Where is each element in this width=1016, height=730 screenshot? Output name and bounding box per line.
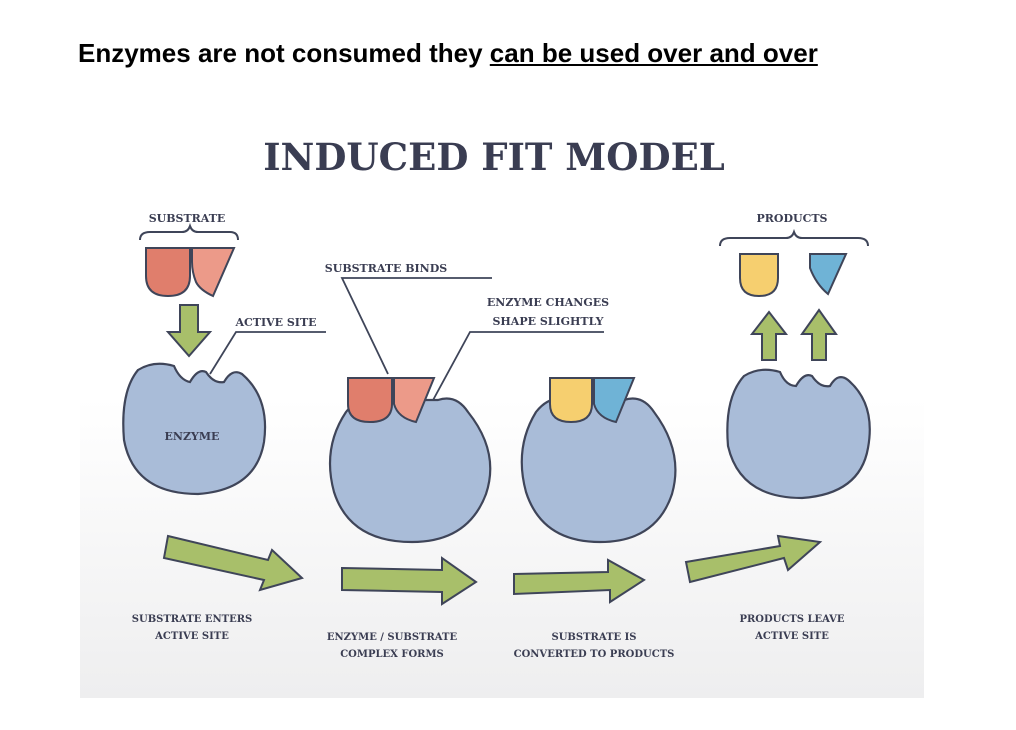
- step-3-line-1: SUBSTRATE IS: [551, 632, 636, 643]
- flow-arrow-1: [162, 534, 304, 592]
- product-blue-bound: [593, 377, 636, 424]
- up-arrow-2: [800, 308, 838, 361]
- step-2-line-1: ENZYME / SUBSTRATE: [327, 632, 458, 643]
- substrate-piece-b: [191, 247, 236, 298]
- step-1-line-1: SUBSTRATE ENTERS: [132, 614, 252, 625]
- down-arrow: [165, 304, 213, 358]
- substrate-label: SUBSTRATE: [149, 212, 226, 225]
- enzyme-label: ENZYME: [165, 430, 220, 443]
- enzyme-3: [520, 397, 677, 544]
- substrate-piece-a: [145, 247, 191, 298]
- substrate-bracket: [139, 222, 239, 241]
- headline: Enzymes are not consumed they can be use…: [78, 38, 818, 69]
- enzyme-2: [328, 397, 492, 544]
- enzyme-changes-label-2: SHAPE SLIGHTLY: [492, 315, 603, 328]
- flow-arrow-4: [684, 534, 823, 584]
- enzyme-4: [726, 368, 871, 500]
- flow-arrow-2: [341, 556, 478, 606]
- active-site-pointer: [209, 331, 326, 375]
- step-4-line-2: ACTIVE SITE: [754, 631, 829, 642]
- product-blue: [809, 253, 848, 296]
- product-yellow-bound: [549, 377, 593, 424]
- step-3-line-2: CONVERTED TO PRODUCTS: [514, 649, 675, 660]
- bound-substrate-b: [393, 377, 436, 424]
- enzyme-1: [122, 362, 267, 496]
- induced-fit-diagram: INDUCED FIT MODEL SUBSTRATE ACTIVE SITE …: [80, 122, 924, 698]
- up-arrow-1: [749, 310, 789, 361]
- products-bracket: [719, 228, 869, 247]
- step-4-line-1: PRODUCTS LEAVE: [739, 614, 844, 625]
- enzyme-changes-label-1: ENZYME CHANGES: [487, 296, 609, 309]
- step-2-line-2: COMPLEX FORMS: [340, 649, 444, 660]
- substrate-binds-label: SUBSTRATE BINDS: [325, 262, 447, 275]
- step-1-line-2: ACTIVE SITE: [154, 631, 229, 642]
- flow-arrow-3: [513, 558, 646, 604]
- products-label: PRODUCTS: [756, 212, 827, 225]
- headline-underlined: can be used over and over: [489, 38, 818, 68]
- substrate-binds-pointer: [340, 277, 492, 375]
- headline-plain: Enzymes are not consumed they: [78, 38, 490, 68]
- product-yellow: [739, 253, 779, 298]
- enzyme-changes-pointer: [431, 331, 604, 403]
- diagram-canvas: INDUCED FIT MODEL SUBSTRATE ACTIVE SITE …: [122, 135, 871, 660]
- bound-substrate-a: [347, 377, 393, 424]
- active-site-label: ACTIVE SITE: [234, 316, 316, 329]
- diagram-title: INDUCED FIT MODEL: [263, 135, 725, 179]
